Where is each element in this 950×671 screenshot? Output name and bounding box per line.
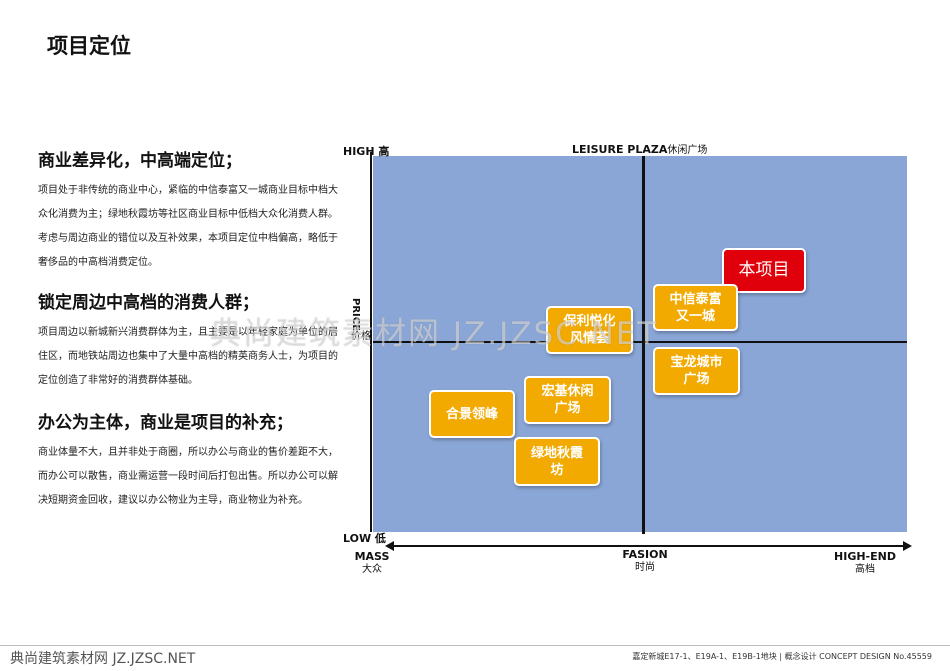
footer-divider: [0, 645, 950, 646]
project-bubble-lvdi: 绿地秋霞坊: [514, 437, 600, 486]
section-heading: 锁定周边中高档的消费人群；: [38, 293, 259, 313]
page-title: 项目定位: [47, 34, 131, 58]
section-heading: 商业差异化，中高端定位；: [38, 151, 242, 171]
y-axis-line: [370, 152, 372, 532]
section-office-main: 办公为主体，商业是项目的补充； 商业体量不大，且并非处于商圈，所以办公与商业的售…: [38, 408, 338, 513]
y-axis-high-label: HIGH 高: [343, 145, 390, 158]
arrow-right-icon: [903, 541, 912, 551]
project-bubble-poly: 保利悦化风情荟: [546, 306, 633, 354]
watermark: 典尚建筑素材网 JZ.JZSC.NET: [210, 316, 659, 352]
x-axis-line: [390, 545, 906, 547]
arrow-left-icon: [385, 541, 394, 551]
project-bubble-hejing: 合景领峰: [429, 390, 515, 438]
project-bubble-citic: 中信泰富又一城: [653, 284, 738, 331]
section-target-consumers: 锁定周边中高档的消费人群； 项目周边以新城新兴消费群体为主，且主要是以年轻家庭为…: [38, 288, 338, 393]
y-axis-low-label: LOW 低: [343, 532, 386, 545]
project-bubble-hongji: 宏基休闲广场: [524, 376, 611, 424]
section-body: 项目周边以新城新兴消费群体为主，且主要是以年轻家庭为单位的居住区，而地铁站周边也…: [38, 327, 338, 386]
positioning-matrix-plot: [373, 156, 907, 532]
vertical-divider: [642, 156, 645, 534]
section-body: 项目处于非传统的商业中心，紧临的中信泰富又一城商业目标中档大众化消费为主；绿地秋…: [38, 185, 338, 268]
section-body: 商业体量不大，且并非处于商圈，所以办公与商业的售价差距不大，而办公可以散售，商业…: [38, 447, 338, 506]
section-differentiation: 商业差异化，中高端定位； 项目处于非传统的商业中心，紧临的中信泰富又一城商业目标…: [38, 146, 338, 275]
footer-project-info: 嘉定新城E17-1、E19A-1、E19B-1地块 | 概念设计 CONCEPT…: [632, 652, 932, 661]
project-bubble-powerlong: 宝龙城市广场: [653, 347, 740, 395]
horizontal-divider: [373, 341, 907, 343]
y-axis-title: PRICE 价格: [350, 298, 371, 342]
top-label: LEISURE PLAZA休闲广场: [572, 143, 708, 156]
section-heading: 办公为主体，商业是项目的补充；: [38, 413, 293, 433]
footer-watermark: 典尚建筑素材网 JZ.JZSC.NET: [10, 651, 196, 667]
